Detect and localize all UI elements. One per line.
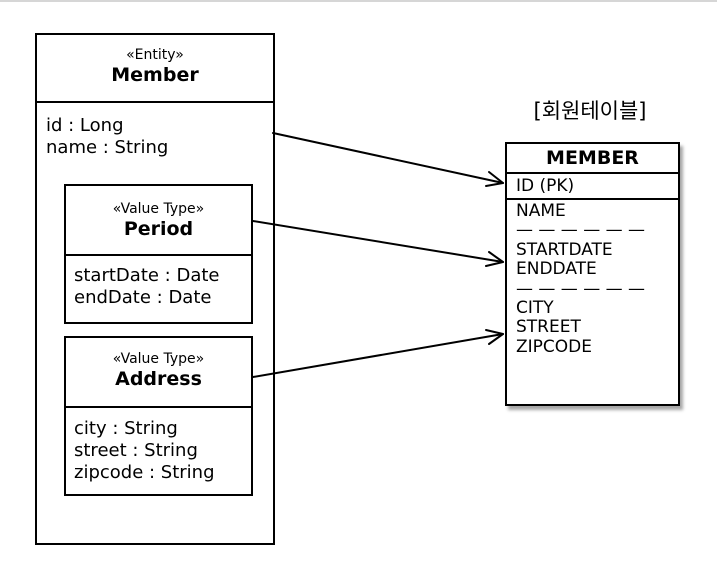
table-column-startdate: STARTDATE [516, 239, 613, 260]
period-value-type-box: «Value Type» Period startDate : Date end… [64, 184, 253, 324]
member-table-box: MEMBER ID (PK) NAME — — — — — — STARTDAT… [505, 142, 680, 406]
table-title: [회원테이블] [533, 99, 647, 123]
table-column-street: STREET [516, 317, 581, 338]
table-column-city: CITY [516, 298, 554, 319]
address-stereotype: «Value Type» [112, 351, 205, 367]
member-attributes: id : Long name : String [46, 115, 273, 159]
period-stereotype: «Value Type» [112, 201, 205, 217]
member-stereotype: «Entity» [126, 47, 184, 63]
address-attributes: city : String street : String zipcode : … [74, 418, 251, 484]
table-column-enddate: ENDDATE [516, 259, 597, 280]
period-attributes: startDate : Date endDate : Date [74, 265, 251, 309]
period-attr-enddate: endDate : Date [74, 287, 212, 308]
table-column-separator: — — — — — — [516, 220, 646, 241]
table-columns: NAME — — — — — — STARTDATE ENDDATE — — —… [516, 201, 646, 357]
period-class-name: Period [123, 218, 194, 240]
top-divider [0, 0, 717, 2]
arrow-period-to-startdate [252, 220, 504, 267]
table-pk-column: ID (PK) [507, 174, 678, 200]
table-column-name: NAME [516, 201, 566, 221]
member-attr-id: id : Long [46, 115, 124, 136]
address-attr-city: city : String [74, 418, 178, 439]
address-class-name: Address [115, 368, 202, 390]
table-name: MEMBER [507, 144, 678, 174]
arrow-member-to-id [272, 132, 504, 187]
address-header: «Value Type» Address [66, 338, 251, 408]
address-attr-street: street : String [74, 440, 198, 461]
period-header: «Value Type» Period [66, 186, 251, 256]
member-attr-name: name : String [46, 137, 169, 158]
arrow-address-to-city [252, 329, 504, 378]
table-column-separator: — — — — — — [516, 278, 646, 299]
period-attr-startdate: startDate : Date [74, 265, 220, 286]
table-column-zipcode: ZIPCODE [516, 336, 592, 357]
member-class-name: Member [111, 64, 199, 86]
address-value-type-box: «Value Type» Address city : String stree… [64, 336, 253, 496]
member-entity-header: «Entity» Member [37, 35, 273, 103]
address-attr-zipcode: zipcode : String [74, 462, 215, 483]
